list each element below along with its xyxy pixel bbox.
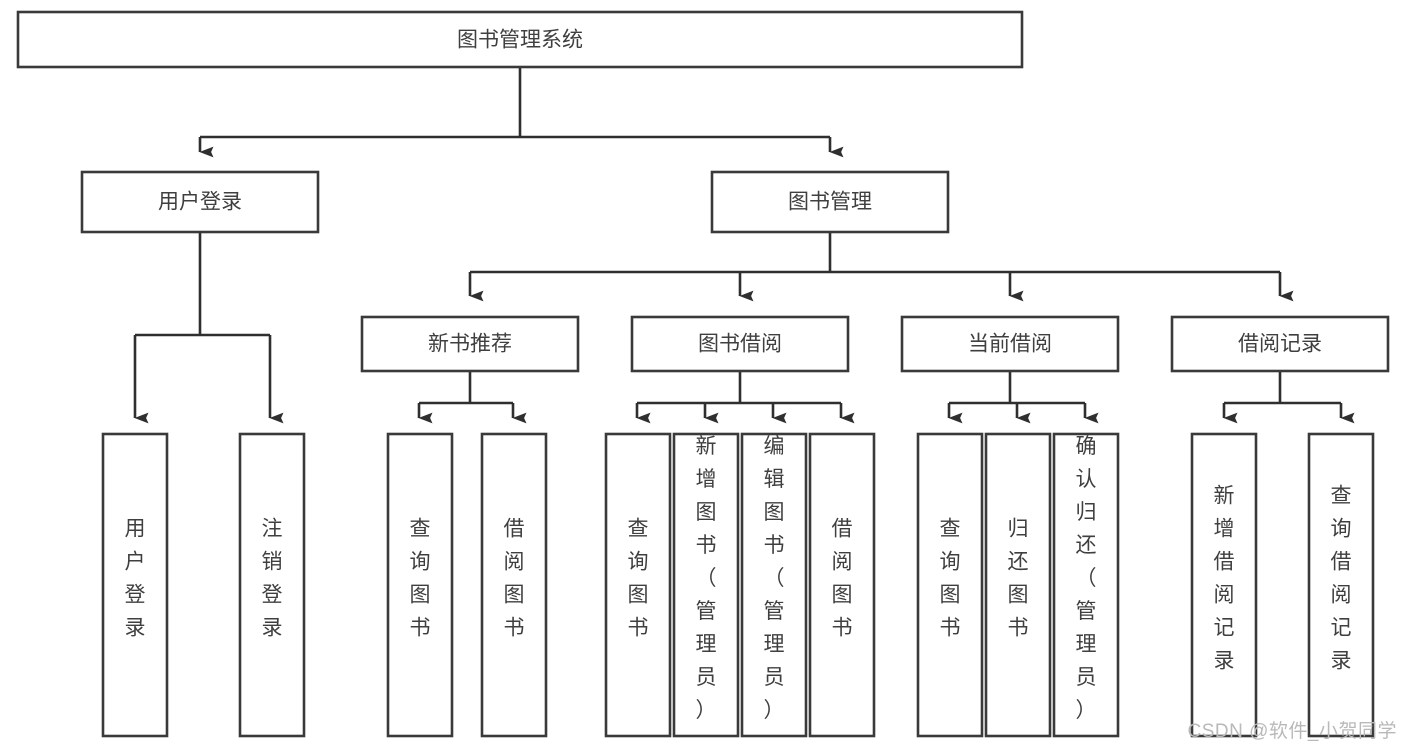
node-book-borrow-label: 图书借阅	[698, 333, 782, 356]
leaf-node[interactable]: 查询借阅记录	[1307, 432, 1375, 738]
leaf-node[interactable]: 借阅图书	[808, 432, 876, 738]
leaf-node[interactable]: 用户登录	[101, 432, 169, 738]
node-book-borrow[interactable]: 图书借阅	[630, 315, 850, 373]
leaf-node[interactable]: 查询图书	[604, 432, 672, 738]
leaf-node[interactable]: 编辑图书（管理员）	[740, 432, 808, 738]
leaf-br-query-record-label: 查询借阅记录	[1331, 485, 1352, 673]
node-borrow-record-box[interactable]	[1170, 315, 1390, 373]
node-new-book-recommend[interactable]: 新书推荐	[360, 315, 580, 373]
leaf-bb-add-book-box[interactable]	[672, 432, 740, 738]
leaf-bb-query-book-box[interactable]	[604, 432, 672, 738]
node-book-manage-box[interactable]	[710, 170, 950, 234]
leaf-bb-edit-book-box[interactable]	[740, 432, 808, 738]
leaf-bb-borrow-book-box[interactable]	[808, 432, 876, 738]
leaf-nb-query-book-box[interactable]	[386, 432, 454, 738]
node-root[interactable]: 图书管理系统	[16, 10, 1024, 69]
node-user-login-label: 用户登录	[158, 191, 242, 214]
leaf-br-query-record-box[interactable]	[1307, 432, 1375, 738]
leaf-logout-label: 注销登录	[262, 518, 283, 640]
leaf-cb-confirm-return-label: 确认归还（管理员）	[1076, 435, 1097, 722]
leaf-bb-query-book-label: 查询图书	[628, 518, 649, 640]
leaf-br-add-record-box[interactable]	[1190, 432, 1258, 738]
csdn-watermark: CSDN @软件_小贺同学	[1187, 721, 1397, 742]
node-current-borrow-label: 当前借阅	[968, 333, 1052, 356]
leaf-bb-borrow-book-label: 借阅图书	[832, 518, 853, 640]
node-root-label: 图书管理系统	[457, 29, 583, 52]
node-borrow-record-label: 借阅记录	[1238, 333, 1322, 356]
leaf-logout-box[interactable]	[238, 432, 306, 738]
node-book-manage-label: 图书管理	[788, 191, 872, 214]
leaf-node[interactable]: 注销登录	[238, 432, 306, 738]
leaf-nb-borrow-book-box[interactable]	[480, 432, 548, 738]
leaf-node[interactable]: 查询图书	[386, 432, 454, 738]
leaf-bb-edit-book-label: 编辑图书（管理员）	[764, 435, 785, 722]
leaf-node[interactable]: 借阅图书	[480, 432, 548, 738]
leaf-user-login-box[interactable]	[101, 432, 169, 738]
leaf-node[interactable]: 新增借阅记录	[1190, 432, 1258, 738]
leaf-cb-return-book-label: 归还图书	[1008, 518, 1029, 640]
connector-group	[133, 67, 1355, 424]
leaf-cb-return-book-box[interactable]	[984, 432, 1052, 738]
node-user-login-box[interactable]	[80, 170, 320, 234]
leaf-node[interactable]: 查询图书	[916, 432, 984, 738]
leaf-cb-query-book-label: 查询图书	[940, 518, 961, 640]
node-current-borrow[interactable]: 当前借阅	[900, 315, 1120, 373]
leaf-user-login-label: 用户登录	[125, 518, 146, 640]
leaf-br-add-record-label: 新增借阅记录	[1214, 485, 1235, 673]
node-current-borrow-box[interactable]	[900, 315, 1120, 373]
leaf-nb-borrow-book-label: 借阅图书	[504, 518, 525, 640]
leaf-cb-query-book-box[interactable]	[916, 432, 984, 738]
leaf-bb-add-book-label: 新增图书（管理员）	[696, 435, 717, 722]
leaf-nb-query-book-label: 查询图书	[410, 518, 431, 640]
node-book-borrow-box[interactable]	[630, 315, 850, 373]
node-borrow-record[interactable]: 借阅记录	[1170, 315, 1390, 373]
node-root-box[interactable]	[16, 10, 1024, 69]
node-new-book-recommend-box[interactable]	[360, 315, 580, 373]
leaf-node[interactable]: 新增图书（管理员）	[672, 432, 740, 738]
leaf-node[interactable]: 归还图书	[984, 432, 1052, 738]
node-user-login[interactable]: 用户登录	[80, 170, 320, 234]
leaf-cb-confirm-return-box[interactable]	[1052, 432, 1120, 738]
leaf-node[interactable]: 确认归还（管理员）	[1052, 432, 1120, 738]
node-book-manage[interactable]: 图书管理	[710, 170, 950, 234]
node-new-book-recommend-label: 新书推荐	[428, 333, 512, 356]
